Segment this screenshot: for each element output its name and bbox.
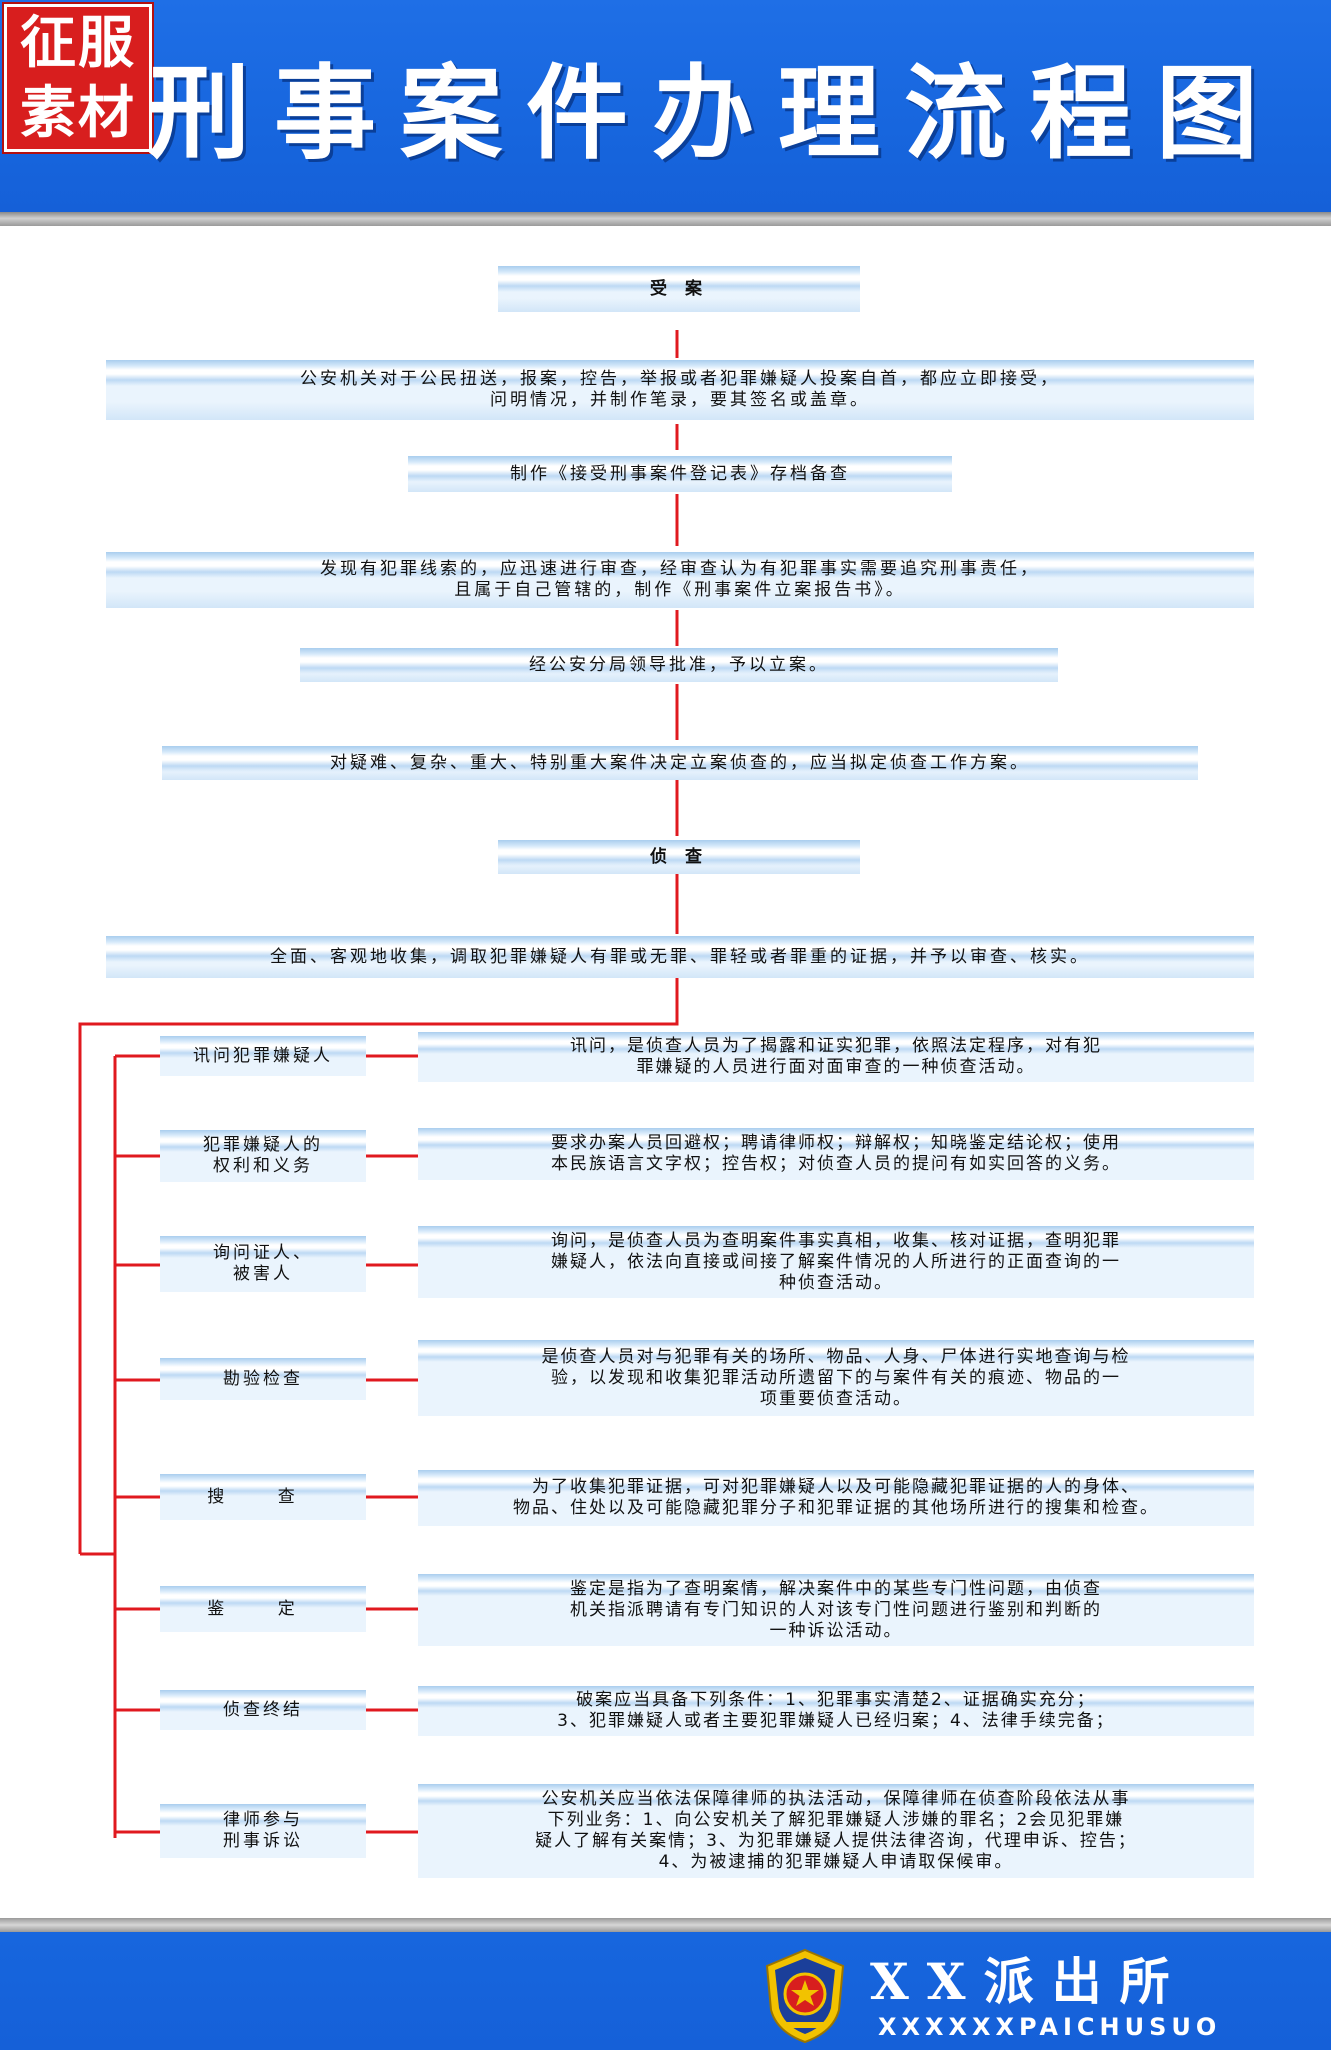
step2-box: 制作《接受刑事案件登记表》存档备查 xyxy=(408,456,952,492)
step1-line1: 公安机关对于公民扭送，报案，控告，举报或者犯罪嫌疑人投案自首，都应立即接受， xyxy=(300,369,1060,389)
branch-label-2: 犯罪嫌疑人的 权利和义务 xyxy=(160,1130,366,1182)
step1-line2: 问明情况，并制作笔录，要其签名或盖章。 xyxy=(490,390,870,410)
branch-desc-2: 要求办案人员回避权；聘请律师权；辩解权；知晓鉴定结论权；使用 本民族语言文字权；… xyxy=(418,1128,1254,1180)
branch-label-4: 勘验检查 xyxy=(160,1358,366,1400)
step6-label: 全面、客观地收集，调取犯罪嫌疑人有罪或无罪、罪轻或者罪重的证据，并予以审查、核实… xyxy=(270,946,1090,967)
step5-box: 对疑难、复杂、重大、特别重大案件决定立案侦查的，应当拟定侦查工作方案。 xyxy=(162,746,1198,780)
investigate-label: 侦 查 xyxy=(650,846,708,867)
step4-box: 经公安分局领导批准，予以立案。 xyxy=(300,648,1058,682)
branch-label-8: 律师参与 刑事诉讼 xyxy=(160,1804,366,1858)
station-name-english: XXXXXXPAICHUSUO xyxy=(878,2013,1222,2041)
step6-box: 全面、客观地收集，调取犯罪嫌疑人有罪或无罪、罪轻或者罪重的证据，并予以审查、核实… xyxy=(106,936,1254,978)
step1-box: 公安机关对于公民扭送，报案，控告，举报或者犯罪嫌疑人投案自首，都应立即接受， 问… xyxy=(106,360,1254,420)
branch-desc-3: 询问，是侦查人员为查明案件事实真相，收集、核对证据，查明犯罪 嫌疑人，依法向直接… xyxy=(418,1226,1254,1298)
page-title: 刑事案件办理流程图 xyxy=(148,55,1282,174)
branch-desc-5: 为了收集犯罪证据，可对犯罪嫌疑人以及可能隐藏犯罪证据的人的身体、 物品、住处以及… xyxy=(418,1470,1254,1526)
branch-label-3: 询问证人、 被害人 xyxy=(160,1236,366,1292)
accept-box: 受 案 xyxy=(498,266,860,312)
header-banner xyxy=(0,0,1331,212)
branch-desc-8: 公安机关应当依法保障律师的执法活动，保障律师在侦查阶段依法从事 下列业务：1、向… xyxy=(418,1784,1254,1878)
step5-label: 对疑难、复杂、重大、特别重大案件决定立案侦查的，应当拟定侦查工作方案。 xyxy=(330,752,1030,773)
police-emblem-icon xyxy=(765,1948,845,2044)
accept-label: 受 案 xyxy=(650,278,708,299)
step4-label: 经公安分局领导批准，予以立案。 xyxy=(529,654,829,675)
branch-desc-6: 鉴定是指为了查明案情，解决案件中的某些专门性问题，由侦查 机关指派聘请有专门知识… xyxy=(418,1574,1254,1646)
branch-desc-7: 破案应当具备下列条件：1、犯罪事实清楚2、证据确实充分； 3、犯罪嫌疑人或者主要… xyxy=(418,1686,1254,1736)
branch-desc-4: 是侦查人员对与犯罪有关的场所、物品、人身、尸体进行实地查询与检 验，以发现和收集… xyxy=(418,1340,1254,1416)
branch-desc-1: 讯问，是侦查人员为了揭露和证实犯罪，依照法定程序，对有犯 罪嫌疑的人员进行面对面… xyxy=(418,1032,1254,1082)
step3-line1: 发现有犯罪线索的，应迅速进行审查，经审查认为有犯罪事实需要追究刑事责任， xyxy=(320,559,1040,579)
station-name: XX派出所 xyxy=(870,1952,1188,2011)
footer-banner xyxy=(0,1932,1331,2050)
step2-label: 制作《接受刑事案件登记表》存档备查 xyxy=(510,463,850,484)
logo-badge: 征服 素材 xyxy=(4,4,152,152)
logo-text-line2: 素材 xyxy=(20,81,136,146)
footer-divider xyxy=(0,1918,1331,1932)
branch-label-1: 讯问犯罪嫌疑人 xyxy=(160,1036,366,1076)
step3-line2: 且属于自己管辖的，制作《刑事案件立案报告书》。 xyxy=(454,580,906,600)
branch-label-7: 侦查终结 xyxy=(160,1690,366,1730)
header-divider xyxy=(0,212,1331,226)
investigate-box: 侦 查 xyxy=(498,840,860,874)
branch-label-5: 搜 查 xyxy=(160,1474,366,1520)
step3-box: 发现有犯罪线索的，应迅速进行审查，经审查认为有犯罪事实需要追究刑事责任， 且属于… xyxy=(106,552,1254,608)
branch-label-6: 鉴 定 xyxy=(160,1586,366,1632)
logo-text-line1: 征服 xyxy=(20,11,136,76)
